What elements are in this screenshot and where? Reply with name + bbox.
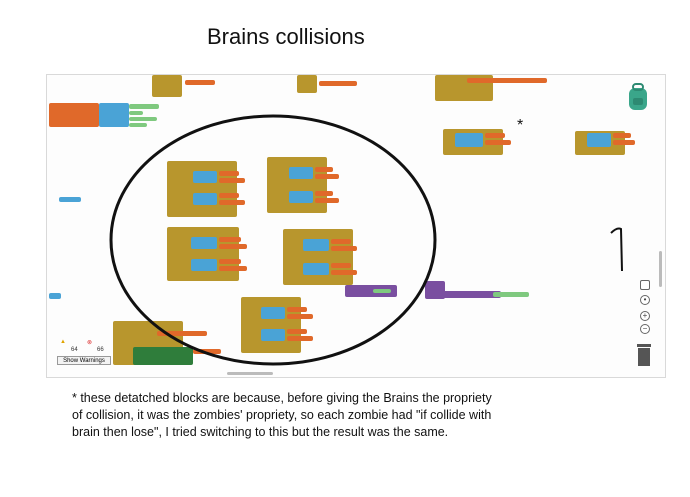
is-a-thing-block[interactable] xyxy=(303,239,329,251)
collided-with-event[interactable] xyxy=(267,157,327,213)
warnings-panel: ▲ 64 ⊗ 66 Show Warnings xyxy=(57,339,113,367)
get-global-block[interactable] xyxy=(485,140,511,145)
error-icon: ⊗ xyxy=(87,340,93,346)
get-global-block[interactable] xyxy=(287,314,313,319)
is-a-thing-block[interactable] xyxy=(261,329,285,341)
get-other-block[interactable] xyxy=(287,329,307,334)
fit-icon[interactable] xyxy=(640,280,650,290)
get-global-block[interactable] xyxy=(193,349,221,354)
is-a-thing-block[interactable] xyxy=(191,259,217,271)
backpack-icon[interactable] xyxy=(627,83,649,111)
initialize-global-block[interactable] xyxy=(49,103,99,127)
get-global-block[interactable] xyxy=(219,200,245,205)
zoom-out-icon[interactable]: − xyxy=(640,324,650,334)
variable-block[interactable] xyxy=(319,81,357,86)
is-a-thing-block[interactable] xyxy=(193,193,217,205)
collapsed-block[interactable] xyxy=(59,197,81,202)
collided-with-event[interactable] xyxy=(167,227,239,281)
get-global-block[interactable] xyxy=(331,270,357,275)
make-list-block[interactable] xyxy=(99,103,129,127)
get-other-block[interactable] xyxy=(287,307,307,312)
get-other-block[interactable] xyxy=(219,171,239,176)
show-warnings-button[interactable]: Show Warnings xyxy=(57,356,111,365)
get-other-block[interactable] xyxy=(331,263,351,268)
is-a-thing-block[interactable] xyxy=(261,307,285,319)
error-count: 66 xyxy=(97,347,104,353)
collapsed-block[interactable] xyxy=(49,293,61,299)
get-global-block[interactable] xyxy=(613,140,635,145)
horizontal-scrollbar[interactable] xyxy=(227,372,273,375)
event-block[interactable] xyxy=(152,75,182,97)
page-title: Brains collisions xyxy=(207,24,365,49)
is-a-thing-block[interactable] xyxy=(303,263,329,275)
get-other-block[interactable] xyxy=(315,191,333,196)
text-block[interactable] xyxy=(129,104,159,109)
get-other-block[interactable] xyxy=(219,193,239,198)
get-other-block[interactable] xyxy=(331,239,351,244)
blocks-workspace[interactable]: • + − ▲ 64 ⊗ 66 Show Warnings xyxy=(46,74,666,378)
event-block[interactable] xyxy=(297,75,317,93)
vertical-scrollbar[interactable] xyxy=(659,251,662,287)
is-a-thing-block[interactable] xyxy=(289,191,313,203)
text-block[interactable] xyxy=(129,111,143,115)
is-a-thing-block[interactable] xyxy=(455,133,483,147)
get-other-block[interactable] xyxy=(613,133,631,138)
set-image-block[interactable] xyxy=(133,347,193,365)
get-global-block[interactable] xyxy=(219,244,247,249)
text-block[interactable] xyxy=(129,123,147,127)
text-block[interactable] xyxy=(373,289,391,293)
variable-block[interactable] xyxy=(185,80,215,85)
component-block[interactable] xyxy=(157,331,207,336)
get-other-block[interactable] xyxy=(219,259,241,264)
open-another-screen-block[interactable] xyxy=(429,291,501,298)
asterisk-mark: * xyxy=(517,117,524,134)
warning-icon: ▲ xyxy=(60,339,66,345)
collided-with-event[interactable] xyxy=(241,297,301,353)
get-other-block[interactable] xyxy=(485,133,505,138)
get-global-block[interactable] xyxy=(331,246,357,251)
is-a-thing-block[interactable] xyxy=(191,237,217,249)
annotation-circle xyxy=(109,114,437,366)
explanation-note: * these detatched blocks are because, be… xyxy=(72,391,492,439)
handwritten-one-mark xyxy=(610,227,623,272)
procedure-call-block[interactable] xyxy=(345,285,397,297)
get-global-block[interactable] xyxy=(219,266,247,271)
recenter-icon[interactable]: • xyxy=(640,295,650,305)
get-other-block[interactable] xyxy=(219,237,241,242)
collided-with-event[interactable] xyxy=(283,229,353,285)
screen-name-text-block[interactable] xyxy=(493,292,529,297)
get-global-block[interactable] xyxy=(315,198,339,203)
trash-icon[interactable] xyxy=(635,343,653,367)
get-other-block[interactable] xyxy=(315,167,333,172)
collided-with-event[interactable] xyxy=(167,161,237,217)
get-global-block[interactable] xyxy=(315,174,339,179)
variable-block[interactable] xyxy=(467,78,547,83)
warning-count: 64 xyxy=(71,347,78,353)
is-a-thing-block[interactable] xyxy=(587,133,611,147)
get-global-block[interactable] xyxy=(219,178,245,183)
get-global-block[interactable] xyxy=(287,336,313,341)
text-block[interactable] xyxy=(129,117,157,121)
zoom-in-icon[interactable]: + xyxy=(640,311,650,321)
is-a-thing-block[interactable] xyxy=(289,167,313,179)
is-a-thing-block[interactable] xyxy=(193,171,217,183)
